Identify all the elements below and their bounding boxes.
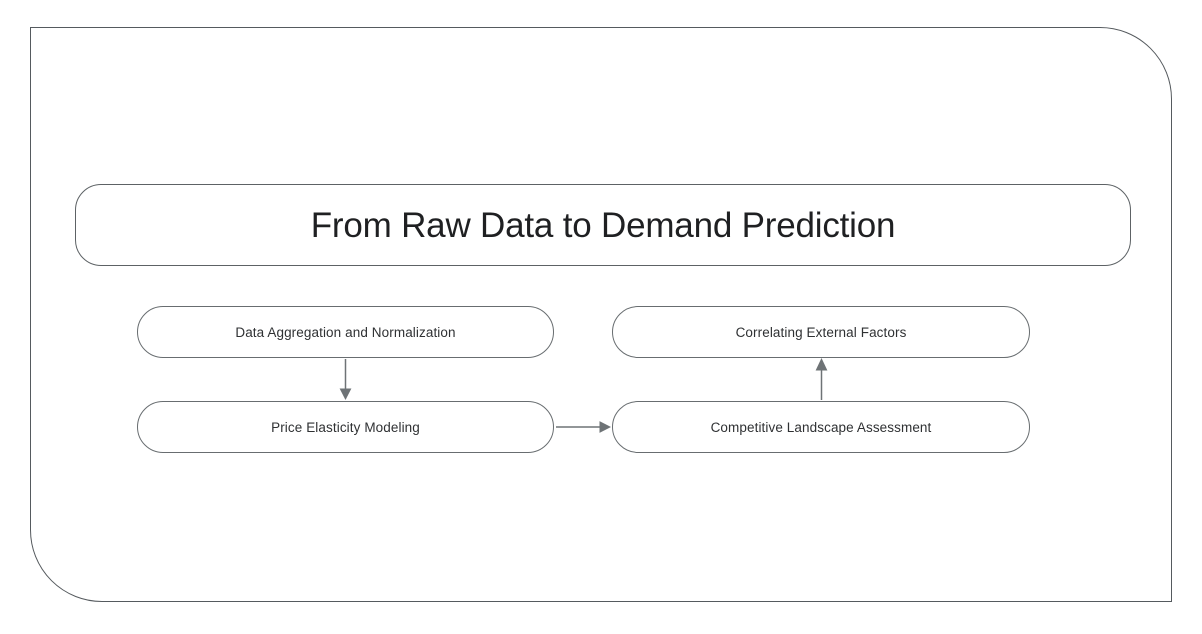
diagram-title-box: From Raw Data to Demand Prediction <box>75 184 1131 266</box>
diagram-title: From Raw Data to Demand Prediction <box>310 205 896 245</box>
node-label: Data Aggregation and Normalization <box>235 324 456 340</box>
node-data-aggregation-and-normalization[interactable]: Data Aggregation and Normalization <box>137 306 554 358</box>
node-price-elasticity-modeling[interactable]: Price Elasticity Modeling <box>137 401 554 453</box>
node-label: Competitive Landscape Assessment <box>710 419 932 435</box>
node-label: Correlating External Factors <box>735 324 907 340</box>
node-label: Price Elasticity Modeling <box>271 419 420 435</box>
node-correlating-external-factors[interactable]: Correlating External Factors <box>612 306 1030 358</box>
node-competitive-landscape-assessment[interactable]: Competitive Landscape Assessment <box>612 401 1030 453</box>
slide-frame <box>30 27 1172 602</box>
